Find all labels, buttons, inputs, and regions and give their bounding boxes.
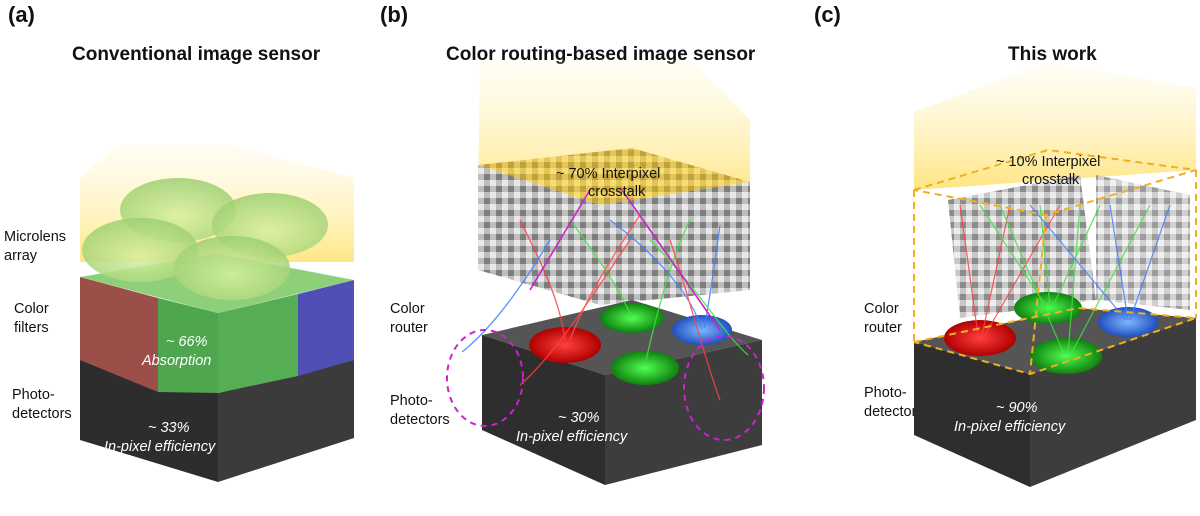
side-label-text: Photo-detectors <box>12 387 72 422</box>
router-back <box>948 175 1096 318</box>
red-filter <box>80 277 158 392</box>
router-side <box>1096 175 1190 310</box>
efficiency-note-line1: ~ 30% <box>558 410 600 426</box>
side-label-text: Color filters <box>14 301 49 336</box>
green-pixel <box>1030 338 1102 374</box>
routing-rays <box>959 204 1171 355</box>
side-label-text: Photo-detectors <box>864 385 924 420</box>
panel-label-b: (b) <box>380 2 409 27</box>
router-front-left <box>478 165 600 305</box>
crosstalk-pointer <box>529 189 591 291</box>
green-filter-right <box>218 294 298 393</box>
red-pixel <box>529 327 601 363</box>
red-pixel <box>944 320 1016 356</box>
side-label-microlens: Microlens array <box>4 228 74 266</box>
side-label-color-router-b: Color router <box>390 300 442 338</box>
panel-label-a: (a) <box>8 2 35 27</box>
panel-b: (b) Color routing-based image sensor Col… <box>370 0 810 516</box>
crosstalk-region <box>683 335 765 441</box>
absorption-note-line2: Absorption <box>141 353 211 369</box>
crosstalk-note-line1: ~ 10% Interpixel <box>996 154 1100 170</box>
efficiency-note-line2: In-pixel efficiency <box>954 419 1066 435</box>
this-work-sensor-diagram: ~ 10% Interpixel crosstalk ~ 90% In-pixe… <box>913 62 1197 487</box>
detector-front-left <box>482 335 605 485</box>
light-beam <box>914 62 1196 190</box>
routing-rays <box>461 214 749 401</box>
side-label-photodetectors-a: Photo-detectors <box>12 386 74 424</box>
router-top <box>478 148 750 205</box>
conventional-sensor-diagram: ~ 66% Absorption ~ 33% In-pixel efficien… <box>80 145 354 482</box>
green-pixel <box>1014 292 1082 324</box>
crosstalk-region <box>446 329 524 427</box>
side-label-photodetectors-b: Photo-detectors <box>390 392 460 430</box>
side-label-color-router-c: Color router <box>864 300 916 338</box>
panel-title-b: Color routing-based image sensor <box>446 44 756 65</box>
outline-edge <box>1029 214 1047 375</box>
side-label-text: Microlens array <box>4 229 67 264</box>
blue-filter <box>298 280 354 376</box>
panel-title-c: This work <box>1008 44 1097 65</box>
panel-a: (a) Conventional image sensor Microlens … <box>0 0 370 516</box>
efficiency-note-line1: ~ 33% <box>148 420 190 436</box>
panel-c: (c) This work Color router Photo-detecto… <box>810 0 1200 516</box>
color-routing-sensor-diagram: ~ 70% Interpixel crosstalk ~ 30% In-pixe… <box>446 60 765 485</box>
side-label-color-filters: Color filters <box>14 300 74 338</box>
crosstalk-pointer <box>621 189 721 331</box>
outline-base <box>913 306 1197 376</box>
absorption-note-line1: ~ 66% <box>166 334 208 350</box>
crosstalk-note-line2: crosstalk <box>588 184 646 200</box>
lens <box>174 236 290 300</box>
side-label-text: Color router <box>390 301 428 336</box>
efficiency-note-line2: In-pixel efficiency <box>104 439 216 455</box>
efficiency-note-line2: In-pixel efficiency <box>516 429 628 445</box>
panel-title-a: Conventional image sensor <box>72 44 321 65</box>
detector-front-right <box>218 360 354 482</box>
side-label-text: Photo-detectors <box>390 393 450 428</box>
green-filter-front <box>158 298 218 393</box>
crosstalk-note-line2: crosstalk <box>1022 172 1080 188</box>
crosstalk-note-line1: ~ 70% Interpixel <box>556 166 660 182</box>
side-label-photodetectors-c: Photo-detectors <box>864 384 924 422</box>
efficiency-note-line1: ~ 90% <box>996 400 1038 416</box>
side-label-text: Color router <box>864 301 902 336</box>
detector-front-left <box>914 342 1030 487</box>
green-pixel <box>611 351 679 385</box>
lens <box>82 218 198 282</box>
panel-label-c: (c) <box>814 2 841 27</box>
